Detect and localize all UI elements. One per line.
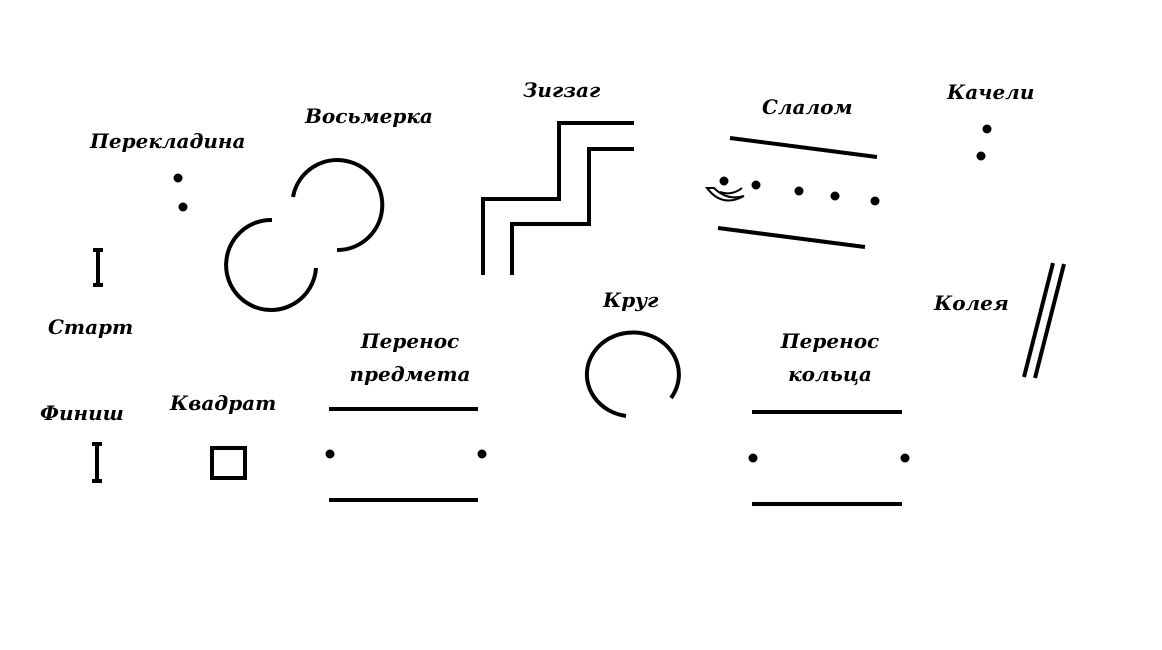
label-kacheli: Качели [947, 80, 1035, 104]
label-koleya: Колея [934, 291, 1009, 315]
label-slalom: Слалом [762, 95, 853, 119]
zigzag-inner-line [510, 147, 634, 275]
perenos-kolca-figure [748, 410, 910, 506]
vosmerka-figure [224, 158, 385, 312]
slalom-cone-1 [719, 176, 729, 186]
krug-figure [584, 330, 681, 418]
label-zigzag: Зигзаг [523, 78, 601, 102]
slalom-cone-3 [794, 186, 804, 196]
perenos-predmeta-point-1 [325, 449, 335, 459]
label-perenos-predmeta: Перенос предмета [340, 325, 480, 391]
label-vosmerka: Восьмерка [305, 104, 433, 128]
perenos-predmeta-figure [325, 407, 487, 502]
slalom-start-arrow-icon [704, 187, 745, 202]
slalom-top-border [729, 136, 878, 159]
koleya-figure [1022, 262, 1066, 379]
slalom-cone-2 [751, 180, 761, 190]
label-finish: Финиш [40, 401, 124, 425]
label-perenos-predmeta-line1: Перенос [360, 329, 460, 353]
slalom-figure [704, 136, 880, 249]
koleya-rail-1 [1022, 262, 1055, 378]
label-perenos-kolca-line1: Перенос [780, 329, 880, 353]
perenos-kolca-point-2 [900, 453, 910, 463]
kacheli-post-1 [982, 124, 992, 134]
perenos-predmeta-point-2 [477, 449, 487, 459]
vosmerka-upper-arc [291, 158, 385, 253]
koleya-rail-2 [1033, 263, 1066, 379]
slalom-bottom-border [717, 226, 866, 249]
label-perekladina: Перекладина [90, 129, 246, 153]
perenos-kolca-point-1 [748, 453, 758, 463]
kvadrat-figure [210, 446, 247, 480]
start-marker [93, 248, 103, 287]
perekladina-figure [173, 173, 188, 212]
kacheli-figure [976, 124, 992, 161]
slalom-cone-5 [870, 196, 880, 206]
label-kvadrat: Квадрат [170, 391, 277, 415]
label-krug: Круг [603, 288, 659, 312]
kacheli-post-2 [976, 151, 986, 161]
label-perenos-kolca: Перенос кольца [765, 325, 895, 391]
label-start: Старт [48, 315, 134, 339]
perekladina-post-2 [178, 202, 188, 212]
slalom-cone-4 [830, 191, 840, 201]
zigzag-outer-line [481, 121, 634, 275]
perekladina-post-1 [173, 173, 183, 183]
zigzag-figure [481, 121, 634, 275]
label-perenos-kolca-line2: кольца [788, 362, 872, 386]
label-perenos-predmeta-line2: предмета [349, 362, 471, 386]
vosmerka-lower-arc [224, 217, 318, 312]
finish-marker [92, 442, 102, 483]
